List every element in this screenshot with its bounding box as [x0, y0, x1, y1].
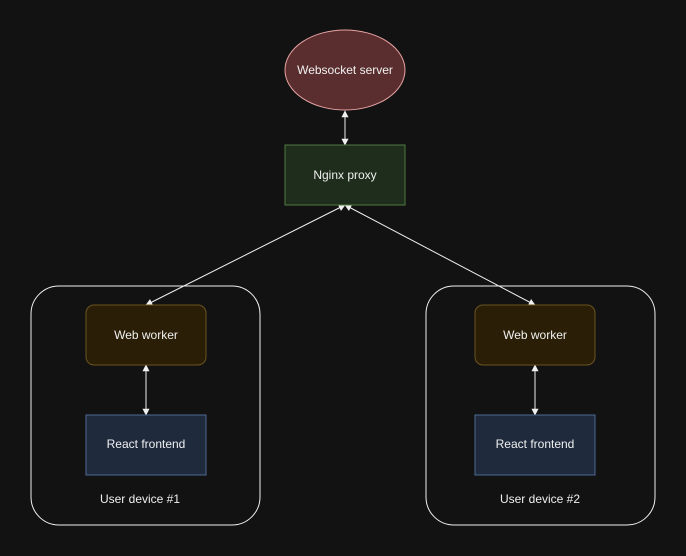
user-device-2-container — [425, 285, 656, 526]
react-frontend-2-shape — [474, 414, 596, 476]
nginx-proxy-node: Nginx proxy — [284, 144, 406, 206]
websocket-server-shape — [284, 29, 406, 111]
react-frontend-1-shape — [85, 414, 207, 476]
connectors — [142, 110, 539, 416]
react-frontend-2-label: React frontend — [496, 437, 575, 451]
nginx-proxy-shape — [284, 144, 406, 206]
web-worker-2-node: Web worker — [474, 304, 596, 366]
edge-nginx-webworker-1 — [145, 204, 346, 306]
user-device-1-label: User device #1 — [100, 492, 180, 506]
web-worker-2-shape — [474, 304, 596, 366]
react-frontend-1-node: React frontend — [85, 414, 207, 476]
nginx-proxy-label: Nginx proxy — [313, 168, 376, 182]
react-frontend-1-label: React frontend — [107, 437, 186, 451]
web-worker-1-node: Web worker — [85, 304, 207, 366]
react-frontend-2-node: React frontend — [474, 414, 596, 476]
edge-nginx-webworker-2 — [344, 204, 536, 306]
web-worker-1-label: Web worker — [114, 328, 178, 342]
web-worker-2-label: Web worker — [503, 328, 567, 342]
websocket-server-label: Websocket server — [297, 63, 393, 77]
user-device-2-label: User device #2 — [500, 492, 580, 506]
web-worker-1-shape — [85, 304, 207, 366]
websocket-server-node: Websocket server — [284, 29, 406, 111]
user-device-2-group: User device #2 — [425, 285, 656, 526]
